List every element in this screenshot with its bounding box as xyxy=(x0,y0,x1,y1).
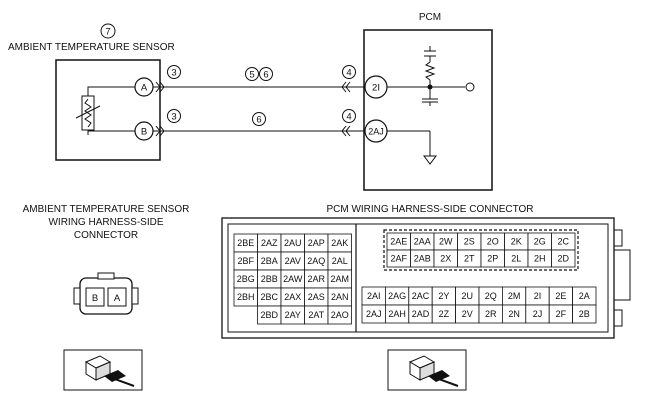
pin-cell xyxy=(327,305,352,325)
pin-label: 2BF xyxy=(237,256,254,266)
sensor-callout: 7 xyxy=(105,27,110,38)
pin-cell xyxy=(551,249,576,268)
pin-label: 2AM xyxy=(330,274,349,284)
pin-label: 2AU xyxy=(284,238,302,248)
sensor-connector-face xyxy=(73,272,139,315)
pin-label: 2AF xyxy=(390,254,407,264)
sensor-connector-pin-a: A xyxy=(114,293,121,304)
pin-label: 2AA xyxy=(414,237,431,247)
pin-label: 2BB xyxy=(261,274,278,284)
callout-top-right: 4 xyxy=(346,68,351,79)
pull-up-resistor xyxy=(424,61,436,81)
callout-top-left: 3 xyxy=(171,68,176,79)
pin-label: 2AY xyxy=(285,310,301,320)
pin-label: 2AI xyxy=(367,291,381,301)
pcm-pin-2i: 2I xyxy=(372,83,380,94)
pin-label: 2W xyxy=(439,237,453,247)
pin-label: 2B xyxy=(579,309,590,319)
pcm-box xyxy=(363,29,493,191)
sensor-pin-b: B xyxy=(141,127,147,138)
pin-label: 2BG xyxy=(237,274,255,284)
pcm-connector-label: PCM WIRING HARNESS-SIDE CONNECTOR xyxy=(326,204,533,215)
sensor-box xyxy=(55,59,161,161)
pin-label: 2I xyxy=(534,291,542,301)
pin-label: 2G xyxy=(534,237,546,247)
pin-label: 2AQ xyxy=(307,256,325,266)
pin-label: 2BC xyxy=(260,292,278,302)
sensor-connector-label-3: CONNECTOR xyxy=(74,230,138,241)
callout-bottom-mid: 6 xyxy=(256,115,261,126)
pin-label: 2J xyxy=(533,309,543,319)
pin-label: 2O xyxy=(487,237,499,247)
pin-label: 2Q xyxy=(485,291,497,301)
pin-label: 2AO xyxy=(331,310,349,320)
pin-label: 2Y xyxy=(438,291,449,301)
pin-label: 2AS xyxy=(308,292,325,302)
pin-label: 2E xyxy=(555,291,566,301)
pin-label: 2AP xyxy=(308,238,325,248)
callout-bottom-left: 3 xyxy=(171,112,176,123)
pin-label: 2AB xyxy=(414,254,431,264)
pin-cell xyxy=(572,304,597,324)
sensor-title: AMBIENT TEMPERATURE SENSOR xyxy=(8,42,175,53)
pin-label: 2AW xyxy=(283,274,303,284)
pin-label: 2BD xyxy=(260,310,278,320)
pin-label: 2K xyxy=(511,237,522,247)
sensor-connector-label-1: AMBIENT TEMPERATURE SENSOR xyxy=(23,204,190,215)
pcm-output-terminal xyxy=(465,82,475,92)
pin-label: 2AC xyxy=(412,291,430,301)
pin-label: 2P xyxy=(487,254,498,264)
sensor-connector-pin-b: B xyxy=(92,293,98,304)
pin-label: 2Z xyxy=(439,309,450,319)
callout-bottom-right: 4 xyxy=(346,112,351,123)
thermistor-zigzag xyxy=(84,98,92,128)
pin-label: 2H xyxy=(534,254,546,264)
pin-label: 2V xyxy=(462,309,473,319)
pin-label: 2X xyxy=(440,254,451,264)
pin-label: 2S xyxy=(464,237,475,247)
pin-label: 2AK xyxy=(331,238,348,248)
sensor-pin-a: A xyxy=(141,83,148,94)
pcm-title: PCM xyxy=(419,12,441,23)
pin-label: 2AL xyxy=(332,256,348,266)
connector-view-icon xyxy=(387,349,467,391)
pin-label: 2AJ xyxy=(366,309,382,319)
pin-label: 2AX xyxy=(284,292,301,302)
pin-label: 2AH xyxy=(388,309,406,319)
pin-label: 2AG xyxy=(388,291,406,301)
pin-label: 2M xyxy=(508,291,521,301)
sensor-callout-circle xyxy=(100,23,116,39)
pin-label: 2AZ xyxy=(261,238,278,248)
pin-label: 2BE xyxy=(237,238,254,248)
pin-label: 2AV xyxy=(285,256,301,266)
pin-label: 2A xyxy=(579,291,590,301)
pin-label: 2BH xyxy=(237,292,255,302)
pin-label: 2AT xyxy=(308,310,324,320)
pin-label: 2T xyxy=(464,254,475,264)
pin-label: 2D xyxy=(557,254,569,264)
pin-label: 2AR xyxy=(307,274,325,284)
pin-label: 2F xyxy=(556,309,567,319)
thermistor-arrow-line xyxy=(75,105,101,119)
pin-label: 2C xyxy=(557,237,569,247)
callout-top-mid-1: 5 xyxy=(249,70,254,81)
pin-label: 2BA xyxy=(261,256,278,266)
callout-top-mid-2: 6 xyxy=(263,70,268,81)
sensor-connector-label-2: WIRING HARNESS-SIDE xyxy=(48,217,163,228)
pin-label: 2AD xyxy=(412,309,430,319)
pin-label: 2U xyxy=(462,291,474,301)
ground-symbol xyxy=(423,155,437,165)
pcm-pin-2aj: 2AJ xyxy=(368,127,384,137)
connector-view-icon xyxy=(63,349,143,391)
pin-label: 2AN xyxy=(331,292,349,302)
pin-label: 2R xyxy=(485,309,497,319)
pin-label: 2N xyxy=(508,309,520,319)
pin-label: 2L xyxy=(511,254,521,264)
pin-label: 2AE xyxy=(390,237,407,247)
